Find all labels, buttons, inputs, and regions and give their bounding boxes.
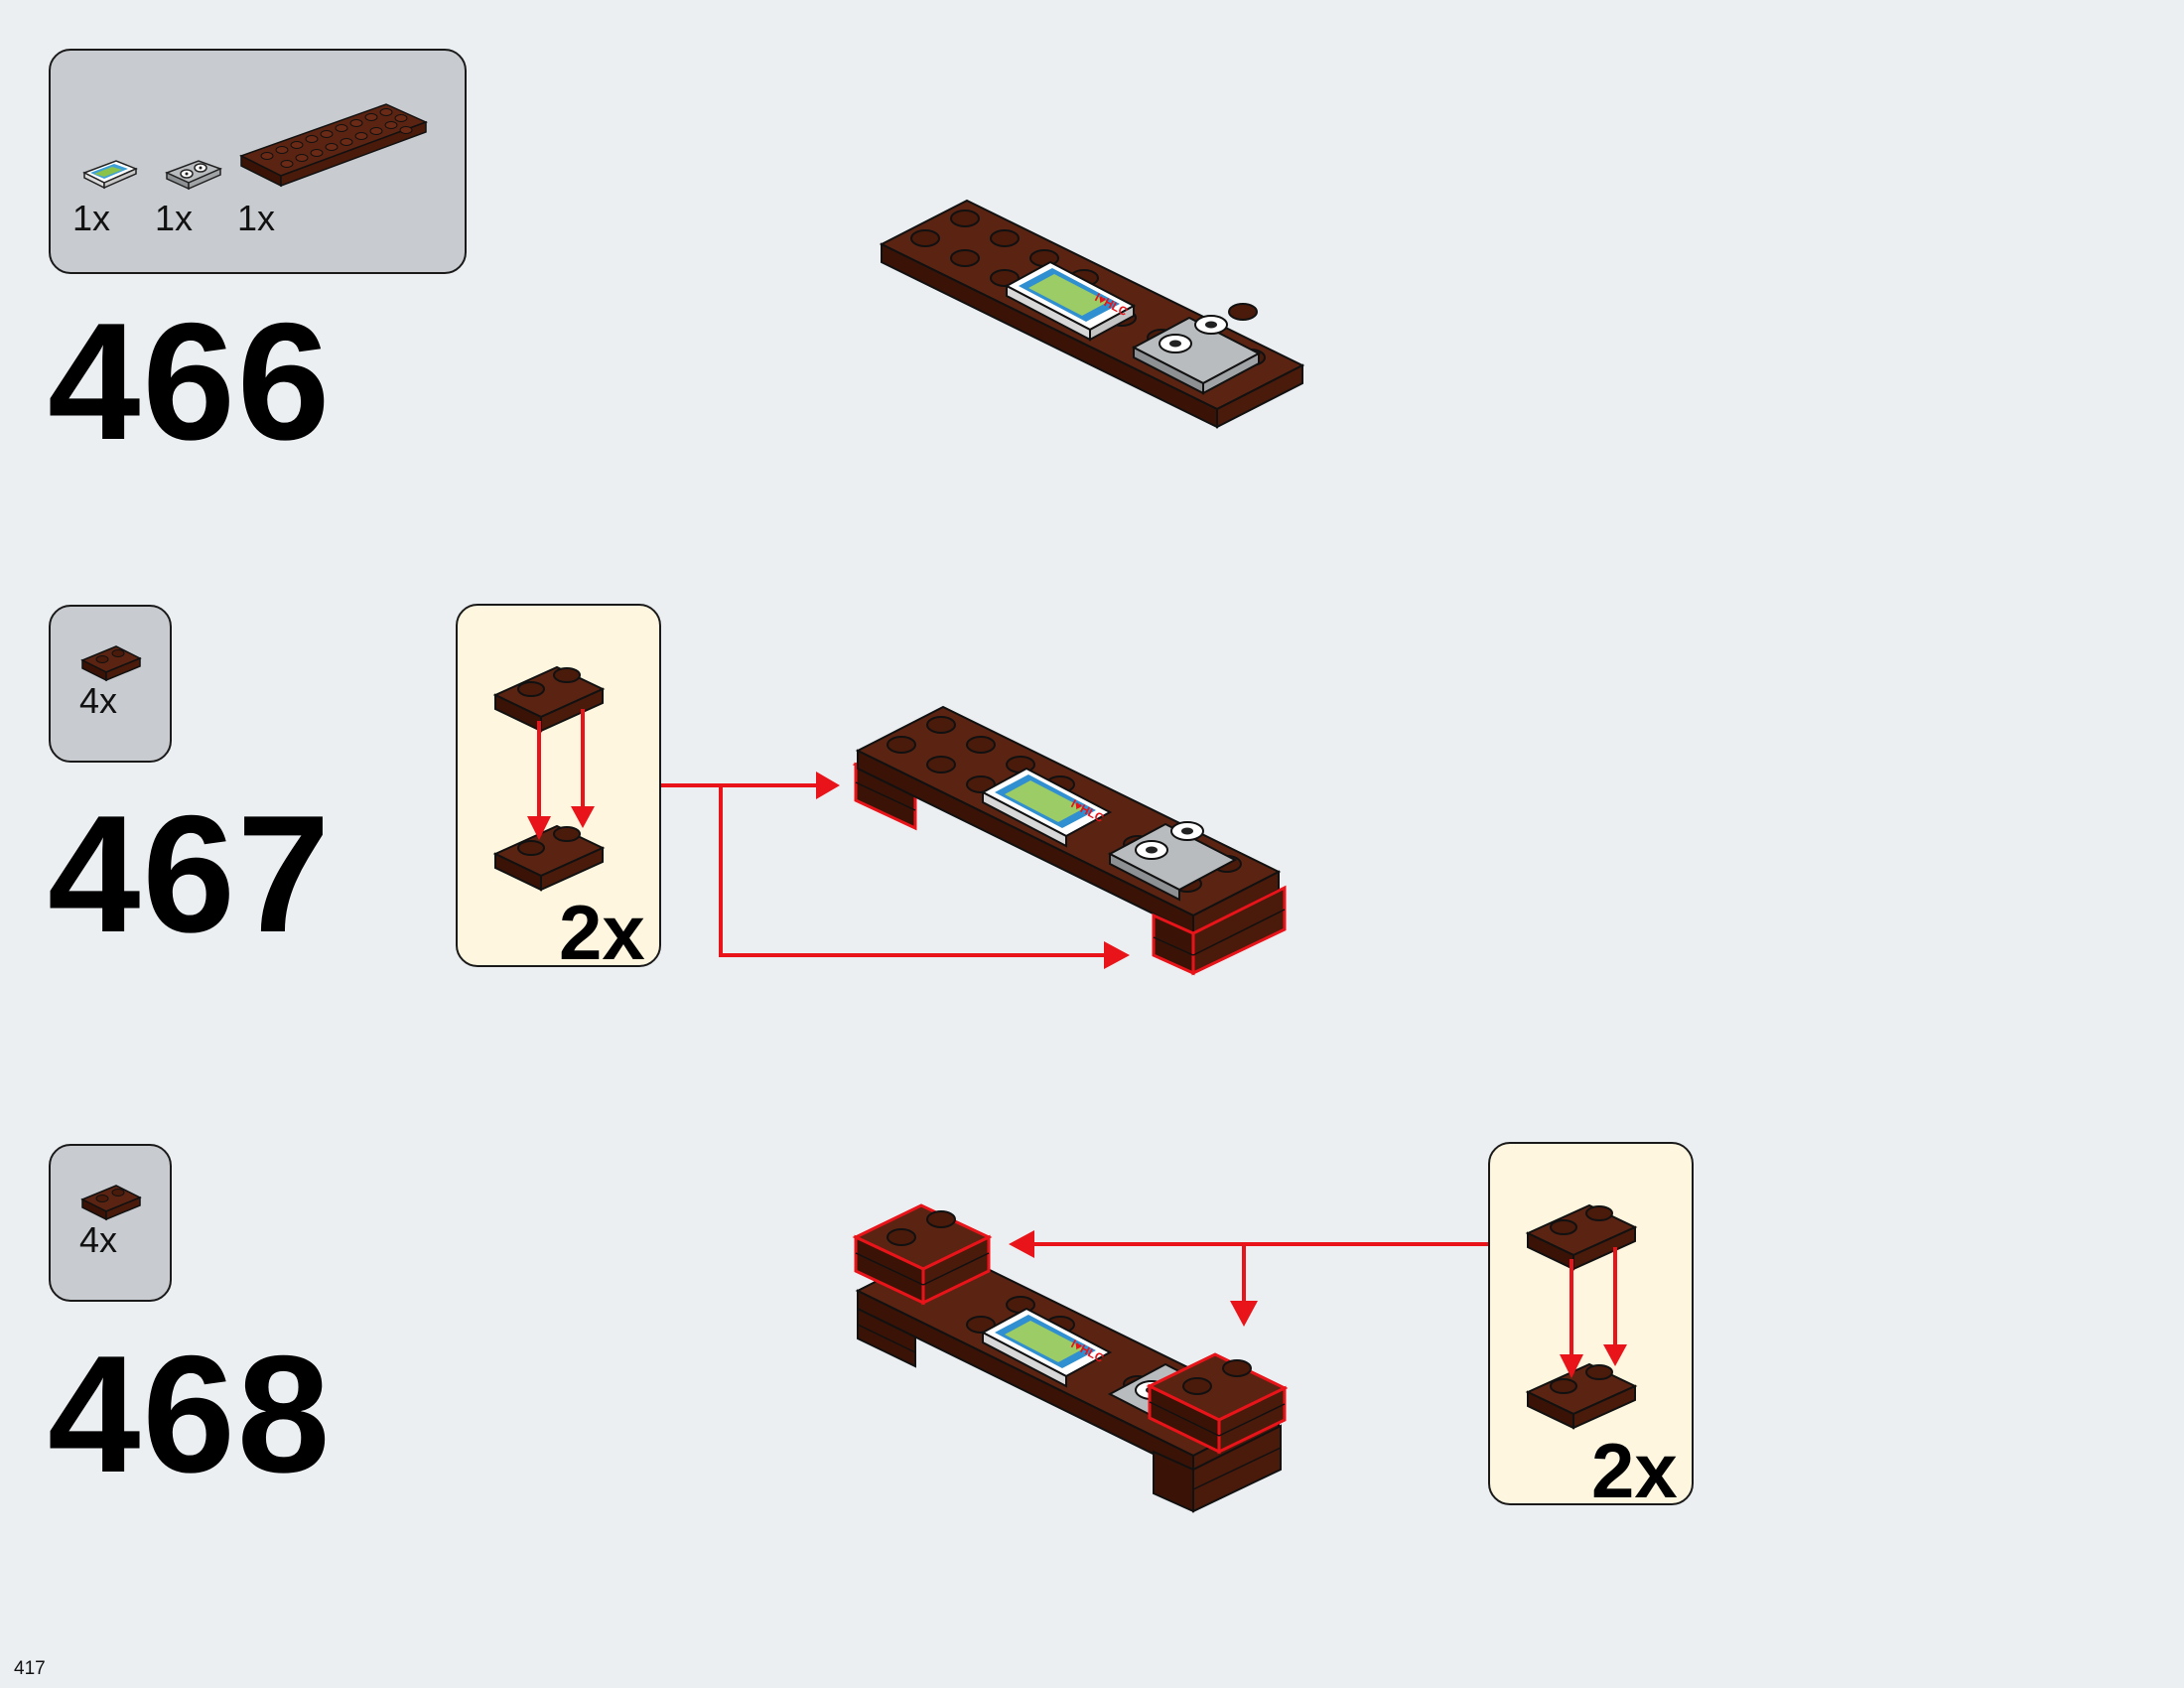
part-qty: 1x <box>155 198 194 238</box>
callout-step-468: 2x <box>1488 1142 1694 1509</box>
parts-list-step-468: 4x <box>49 1144 172 1302</box>
part-qty: 1x <box>237 198 276 238</box>
parts-list-step-466: 1x 1x 1x <box>49 49 467 274</box>
callout-step-467: 2x <box>456 604 661 971</box>
part-qty: 4x <box>79 1219 118 1260</box>
tile-printed-icon <box>82 160 138 190</box>
plate-2x10-brown-icon <box>239 103 428 188</box>
step-number: 468 <box>48 1321 333 1507</box>
plate-1x2-brown-icon <box>80 645 142 682</box>
model-step-468: I♥HLC <box>852 1203 1289 1513</box>
page-number: 417 <box>14 1658 46 1679</box>
callout-multiplier: 2x <box>1591 1427 1678 1514</box>
parts-list-step-467: 4x <box>49 605 172 763</box>
part-qty: 4x <box>79 680 118 721</box>
step-number: 466 <box>48 288 333 475</box>
callout-multiplier: 2x <box>559 889 645 976</box>
model-step-466: I♥HLC <box>879 199 1305 429</box>
part-qty: 1x <box>72 198 111 238</box>
tile-cassette-icon <box>165 160 223 191</box>
step-number: 467 <box>48 780 333 967</box>
plate-1x2-brown-icon <box>80 1185 142 1221</box>
sub-assembly <box>492 665 606 892</box>
sub-assembly <box>1525 1203 1638 1430</box>
model-step-467: I♥HLC <box>852 705 1287 976</box>
